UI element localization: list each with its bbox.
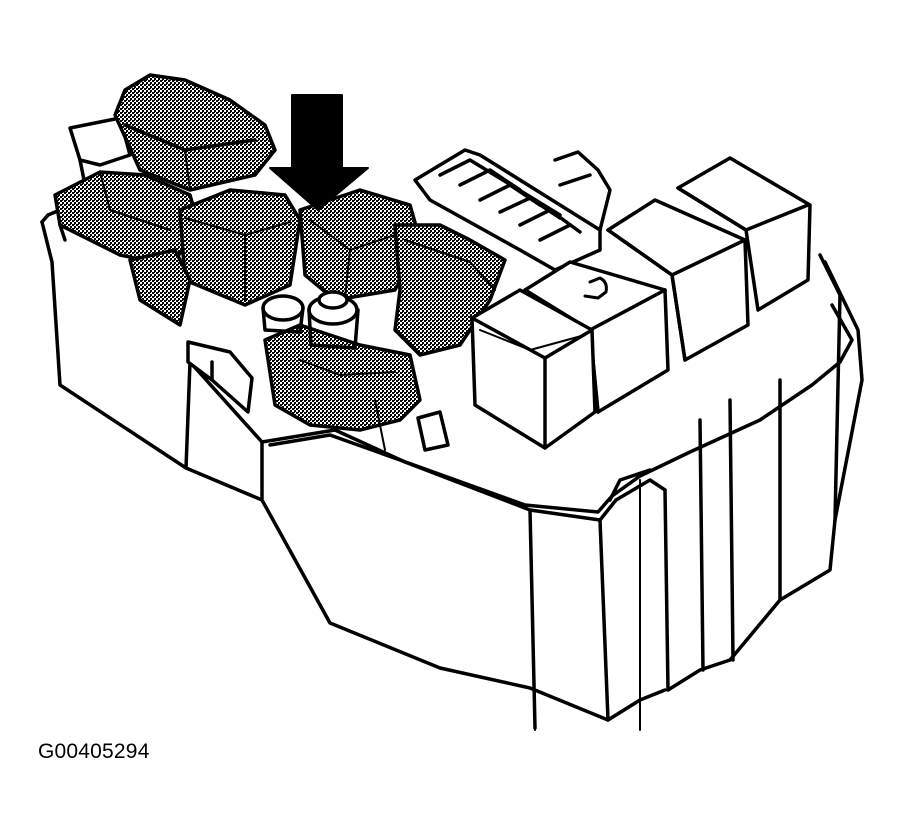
fuse-block-cluster [53, 73, 507, 451]
fuse-holder-slots [413, 148, 612, 272]
terminal-stud [261, 290, 360, 350]
fuse-box-housing [40, 166, 864, 730]
housing-latch [68, 116, 254, 414]
housing-mounting-legs [534, 689, 641, 731]
figure-code-label: G00405294 [38, 740, 150, 763]
pointer-arrow-icon [269, 94, 369, 211]
housing-clip [416, 410, 450, 452]
relay-cluster [470, 156, 812, 450]
